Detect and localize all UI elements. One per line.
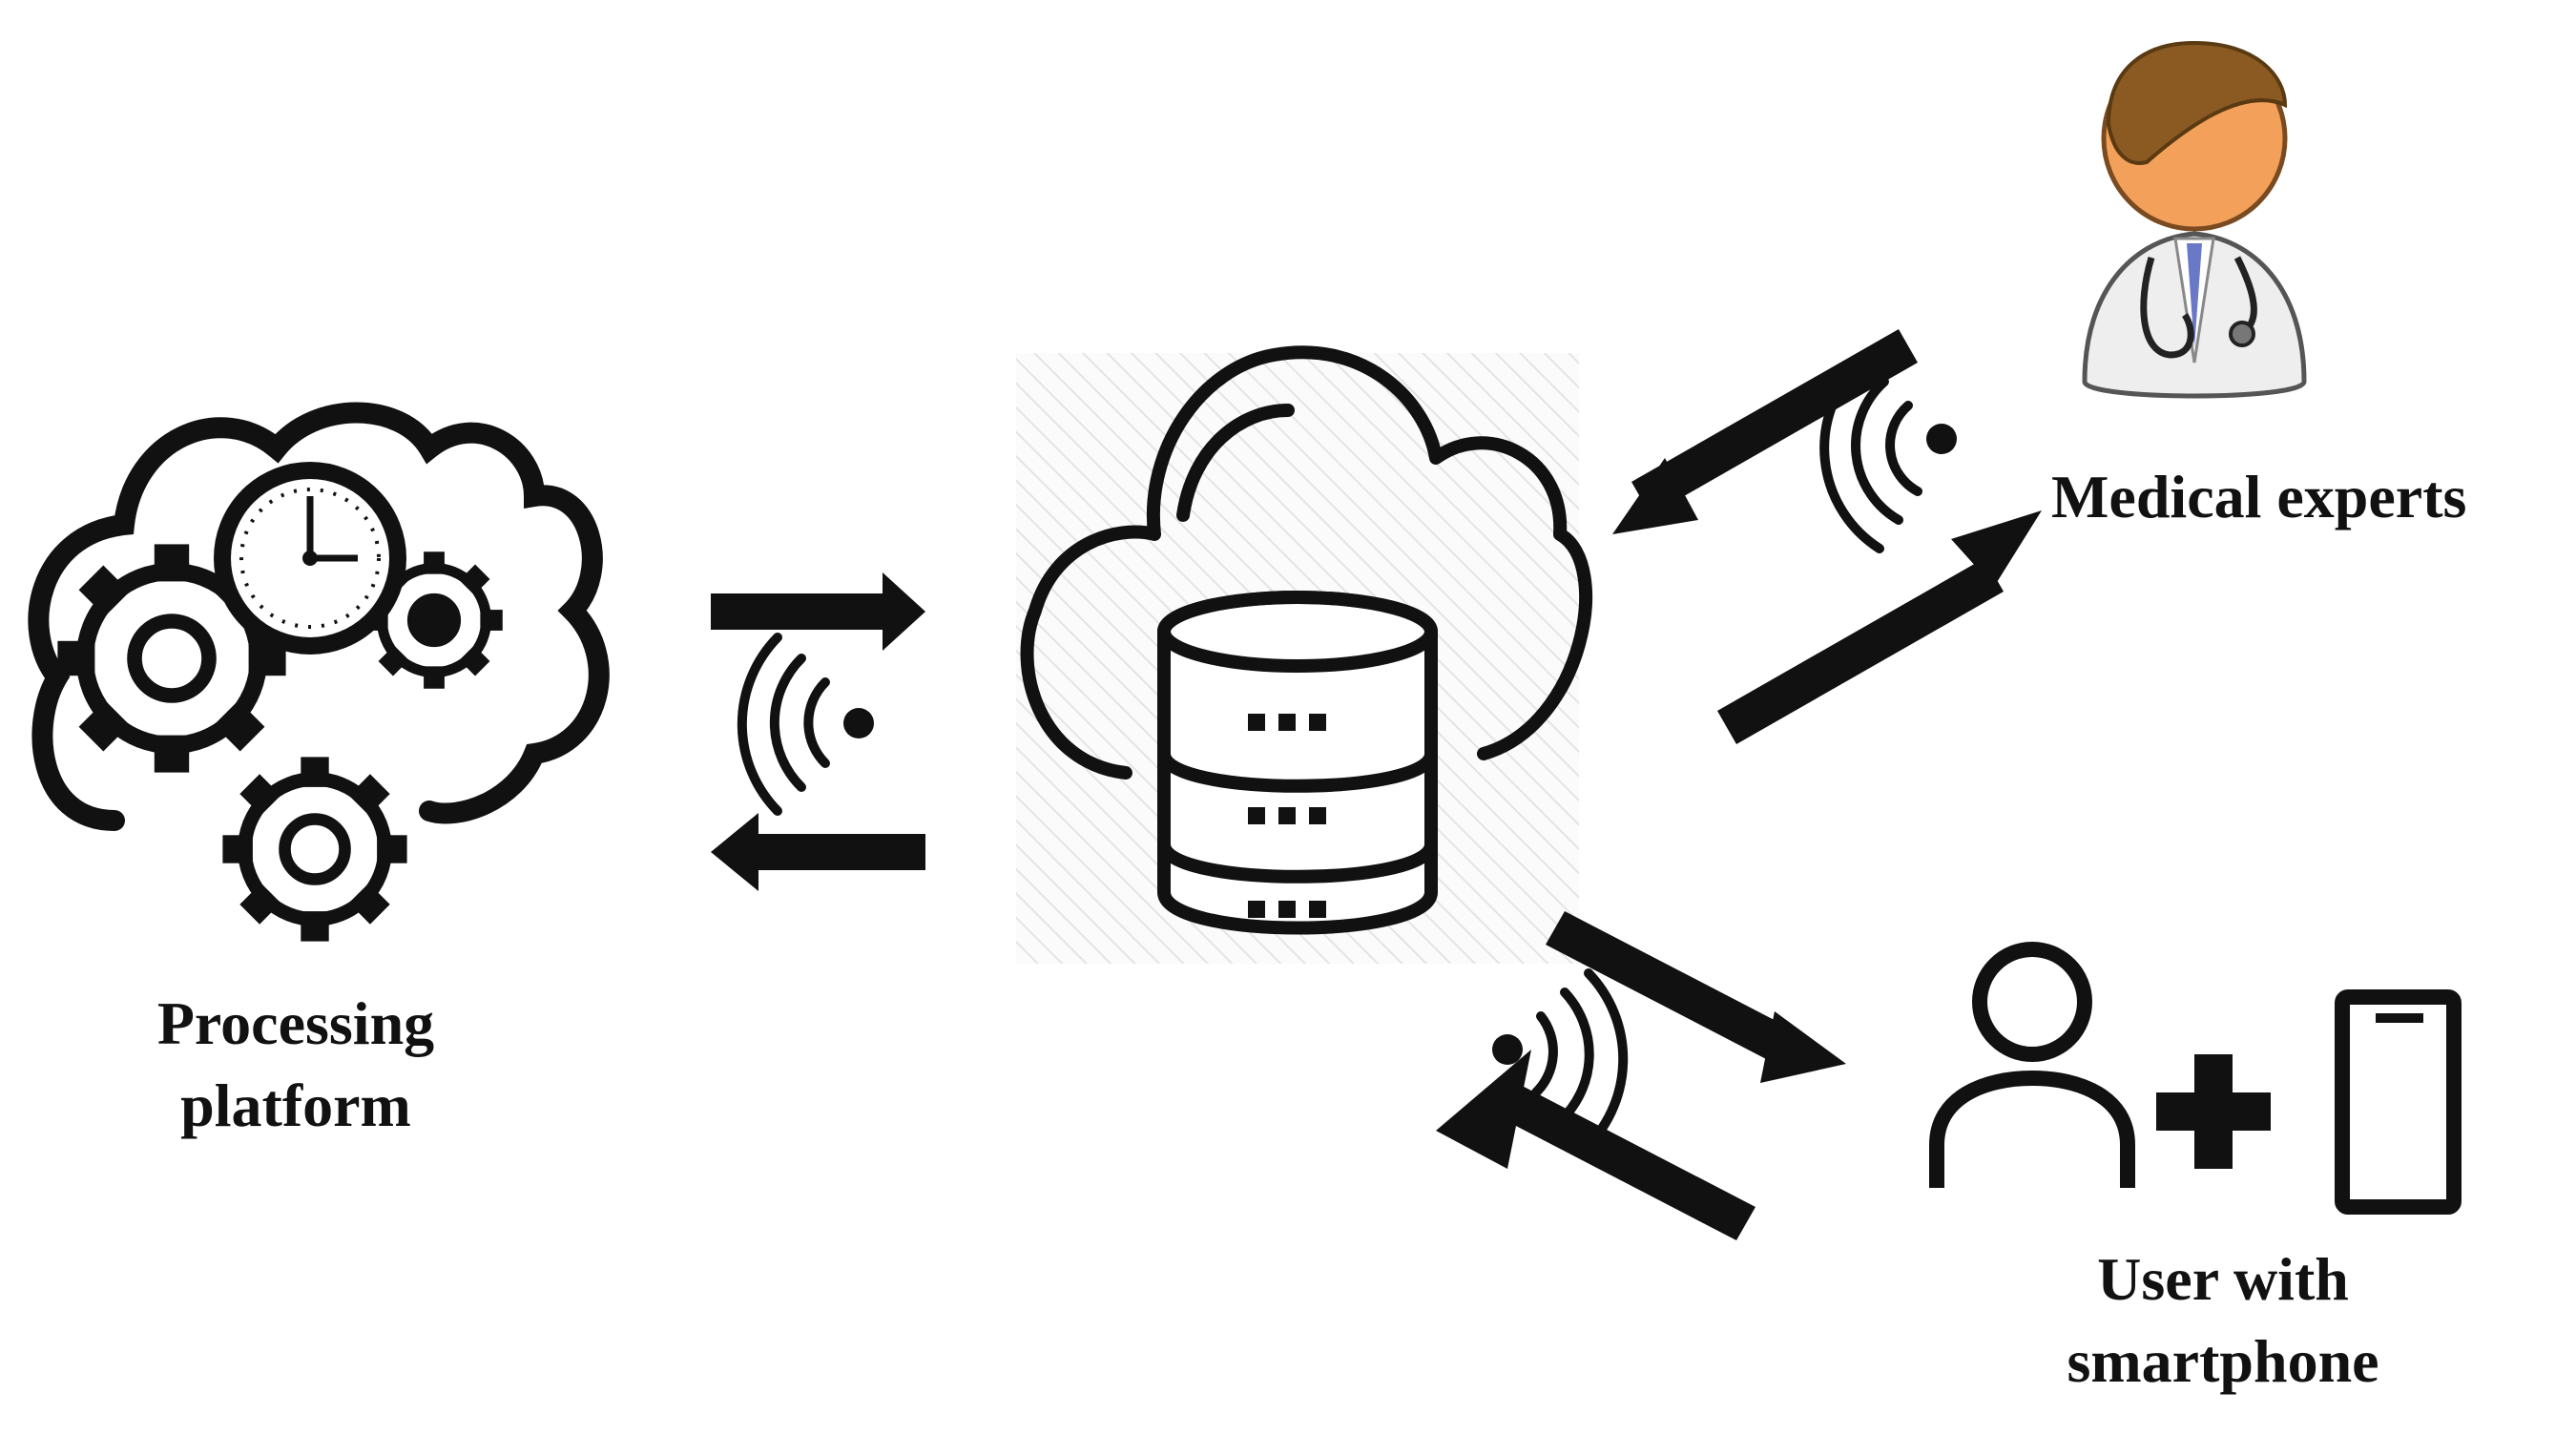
plus-icon: [2156, 1054, 2271, 1169]
doctor-stethoscope-icon: [2082, 40, 2307, 399]
user-with-smartphone-group: [1929, 942, 2462, 1215]
cloud-gears-clock-icon: [28, 402, 610, 942]
arrow-to-cloud-from-user: [1436, 1050, 1755, 1240]
wireless-signal-icon: [1819, 358, 1957, 553]
bidirectional-arrows-left: [711, 572, 925, 891]
arrow-to-user: [1546, 911, 1846, 1083]
bidirectional-arrows-user: [1436, 911, 1846, 1240]
arrow-to-medical: [1717, 510, 2042, 744]
processing-label-line1: Processing: [156, 989, 435, 1057]
cloud-database-icon: [1016, 345, 1592, 964]
medical-experts-label: Medical experts: [2051, 463, 2467, 530]
user-with-smartphone-label: User with smartphone: [1984, 1238, 2462, 1403]
user-label-line2: smartphone: [2067, 1327, 2379, 1395]
processing-label-line2: platform: [180, 1071, 411, 1139]
bidirectional-arrows-medical: [1612, 329, 2042, 744]
user-label-line1: User with: [2097, 1245, 2349, 1313]
arrow-to-processing: [711, 813, 925, 891]
arrow-to-cloud: [711, 572, 925, 651]
wireless-signal-icon: [737, 633, 874, 816]
processing-platform-label: Processing platform: [76, 983, 515, 1147]
wireless-signal-icon: [1492, 968, 1629, 1154]
user-icon: [1929, 942, 2135, 1188]
smartphone-icon: [2335, 989, 2462, 1215]
